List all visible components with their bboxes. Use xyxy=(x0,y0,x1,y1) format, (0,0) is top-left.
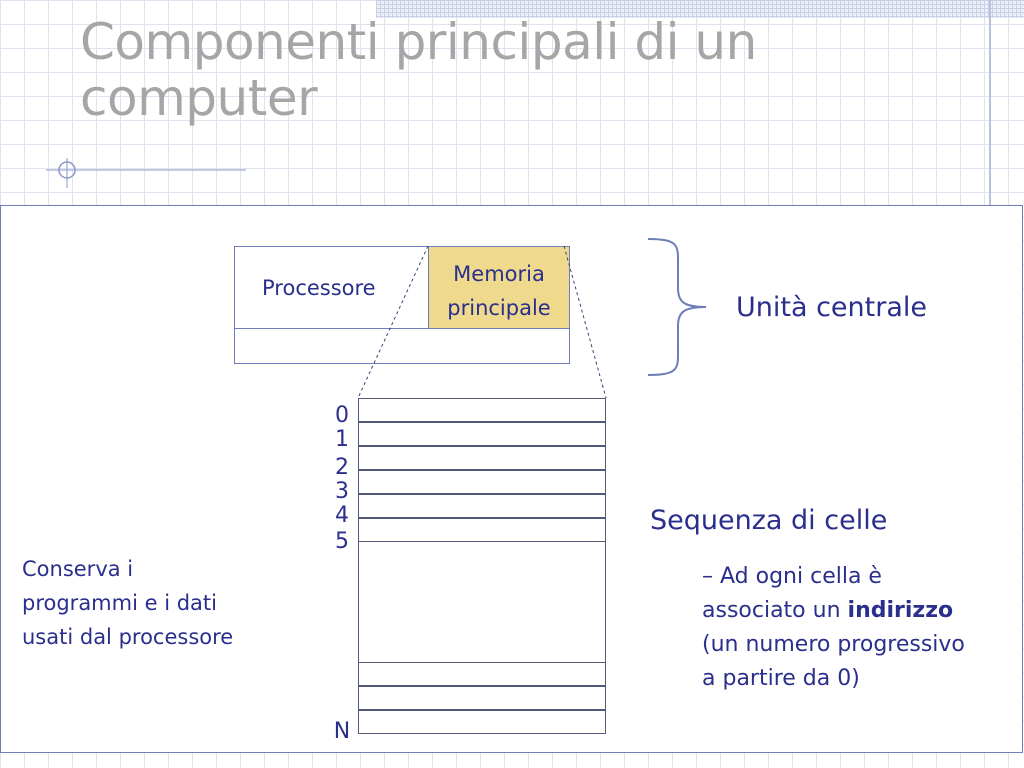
memory-cell xyxy=(358,398,606,422)
memory-cell xyxy=(358,446,606,470)
memory-label: Memoria principale xyxy=(428,257,570,325)
cell-index: 4 xyxy=(335,503,349,528)
cell-index: 1 xyxy=(335,427,349,452)
title-underline-decoration xyxy=(46,158,246,188)
curly-brace-icon xyxy=(647,238,707,376)
projection-lines xyxy=(357,245,607,399)
bullet-bold-term: indirizzo xyxy=(847,598,954,623)
memory-cell xyxy=(358,422,606,446)
memory-description-line-3: usati dal processore xyxy=(22,625,234,649)
memory-cell xyxy=(358,686,606,710)
bullet-line-3: (un numero progressivo xyxy=(702,632,965,657)
cell-index: 3 xyxy=(335,479,349,504)
title-line-1: Componenti principali di un xyxy=(80,13,757,71)
memory-label-line-1: Memoria xyxy=(453,262,545,286)
cell-index: 0 xyxy=(335,403,349,428)
central-unit-label: Unità centrale xyxy=(736,292,928,323)
memory-description: Conserva i programmi e i dati usati dal … xyxy=(22,552,233,654)
decorative-vertical-line xyxy=(989,0,991,205)
memory-box xyxy=(428,246,570,329)
bullet-dash: – xyxy=(702,564,713,589)
header-pattern-strip xyxy=(376,0,1024,18)
cell-index: 5 xyxy=(335,529,349,554)
memory-label-line-2: principale xyxy=(447,296,551,320)
bullet-line-4: a partire da 0) xyxy=(702,666,860,691)
central-unit-divider xyxy=(234,328,570,329)
bullet-text-1: Ad ogni cella è xyxy=(720,564,882,589)
bullet-line-1: – Ad ogni cella è xyxy=(702,560,1012,594)
bullet-text-2: associato un xyxy=(702,598,841,623)
cell-index: 2 xyxy=(335,455,349,480)
memory-cell xyxy=(358,662,606,686)
processor-label: Processore xyxy=(262,276,376,300)
address-bullet: – Ad ogni cella è associato un indirizzo… xyxy=(702,560,1012,696)
slide-title: Componenti principali di un computer xyxy=(80,14,940,126)
title-line-2: computer xyxy=(80,69,318,127)
cells-heading: Sequenza di celle xyxy=(650,505,888,536)
memory-cell xyxy=(358,518,606,542)
memory-cell xyxy=(358,470,606,494)
memory-cell xyxy=(358,710,606,734)
memory-description-line-2: programmi e i dati xyxy=(22,591,217,615)
memory-description-line-1: Conserva i xyxy=(22,557,134,581)
memory-cell xyxy=(358,494,606,518)
cell-index-last: N xyxy=(333,719,351,744)
bullet-line-2: associato un indirizzo xyxy=(702,594,1012,628)
